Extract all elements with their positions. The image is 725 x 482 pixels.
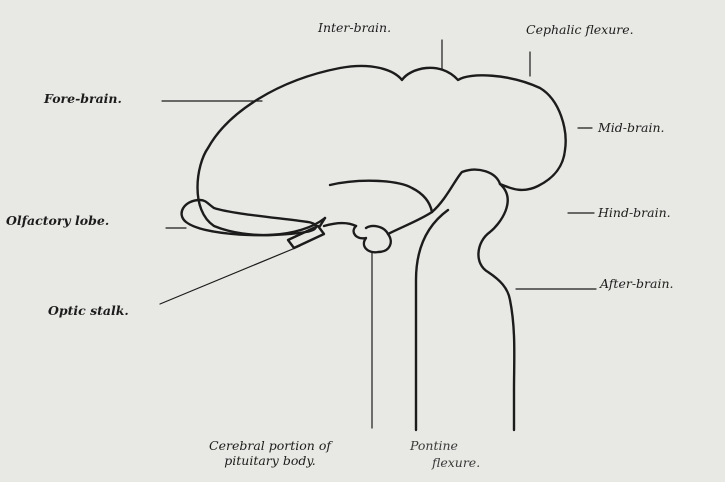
pontine-flexure-curve: [416, 210, 448, 430]
label-after-brain: After-brain.: [600, 276, 674, 291]
leader-optic-stalk: [160, 246, 300, 304]
pituitary-body-shape: [354, 226, 391, 252]
label-inter-brain: Inter-brain.: [318, 20, 391, 35]
olfactory-lobe-shape: [182, 200, 316, 235]
brain-floor-line: [324, 223, 356, 226]
brain-floor-line-2: [388, 212, 432, 234]
label-cephalic-flexure: Cephalic flexure.: [526, 22, 634, 37]
label-pituitary-line-1: Cerebral portion of: [170, 438, 370, 453]
label-mid-brain: Mid-brain.: [598, 120, 664, 135]
label-olfactory-lobe: Olfactory lobe.: [6, 213, 109, 228]
brain-outer-outline: [198, 66, 566, 430]
brain-front-edge: [432, 170, 500, 212]
label-optic-stalk: Optic stalk.: [48, 303, 129, 318]
label-pontine-line-2: flexure.: [432, 455, 480, 470]
inter-brain-fold: [330, 181, 432, 212]
label-hind-brain: Hind-brain.: [598, 205, 671, 220]
label-pontine-line-1: Pontine: [410, 438, 458, 453]
label-fore-brain: Fore-brain.: [44, 91, 122, 106]
label-pituitary-line-2: pituitary body.: [170, 453, 370, 468]
